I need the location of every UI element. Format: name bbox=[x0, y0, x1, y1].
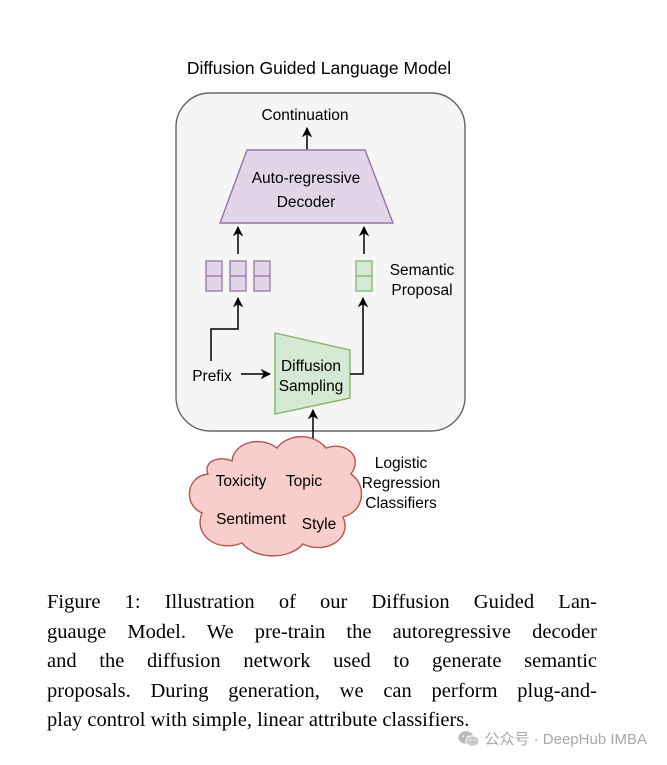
diffusion-label-line2: Sampling bbox=[279, 378, 344, 395]
prefix-label: Prefix bbox=[192, 368, 232, 385]
caption-line: and the diffusion network used to genera… bbox=[47, 650, 597, 673]
figure-caption: Figure 1: Illustration of our Diffusion … bbox=[47, 588, 597, 736]
wechat-icon bbox=[458, 730, 480, 747]
diffusion-label-line1: Diffusion bbox=[281, 358, 341, 375]
semantic-proposal-embedding bbox=[355, 260, 373, 292]
caption-line: proposals. During generation, we can per… bbox=[47, 679, 597, 702]
decoder-label-line1: Auto-regressive bbox=[252, 170, 361, 187]
attribute-sentiment: Sentiment bbox=[216, 511, 286, 528]
decoder-label-line2: Decoder bbox=[277, 194, 336, 211]
decoder-block bbox=[218, 149, 395, 224]
semantic-label-line2: Proposal bbox=[391, 282, 452, 299]
prefix-up-arrow bbox=[210, 296, 244, 361]
prefix-token-embeddings bbox=[205, 260, 271, 292]
diffusion-block bbox=[274, 332, 351, 415]
diffusion-to-semantic-arrow bbox=[350, 296, 369, 375]
continuation-label: Continuation bbox=[261, 107, 348, 124]
classifier-label-line1: Logistic bbox=[375, 455, 428, 472]
semantic-label-line1: Semantic bbox=[390, 262, 455, 279]
attribute-toxicity: Toxicity bbox=[216, 473, 267, 490]
caption-line: Figure 1: Illustration of our Diffusion … bbox=[47, 591, 597, 613]
attribute-topic: Topic bbox=[286, 473, 322, 490]
classifier-label-line2: Regression bbox=[362, 475, 440, 492]
classifier-cloud bbox=[188, 436, 363, 557]
watermark-text: 公众号 · DeepHub IMBA bbox=[484, 731, 647, 748]
classifier-label-line3: Classifiers bbox=[365, 495, 437, 512]
watermark: 公众号 · DeepHub IMBA bbox=[458, 728, 647, 749]
caption-line: play control with simple, linear attribu… bbox=[47, 709, 470, 732]
caption-line: guauge Model. We pre-train the autoregre… bbox=[47, 620, 597, 643]
diagram-title: Diffusion Guided Language Model bbox=[187, 58, 451, 78]
attribute-style: Style bbox=[302, 516, 336, 533]
diagram: Diffusion Guided Language Model Continua… bbox=[175, 58, 466, 557]
